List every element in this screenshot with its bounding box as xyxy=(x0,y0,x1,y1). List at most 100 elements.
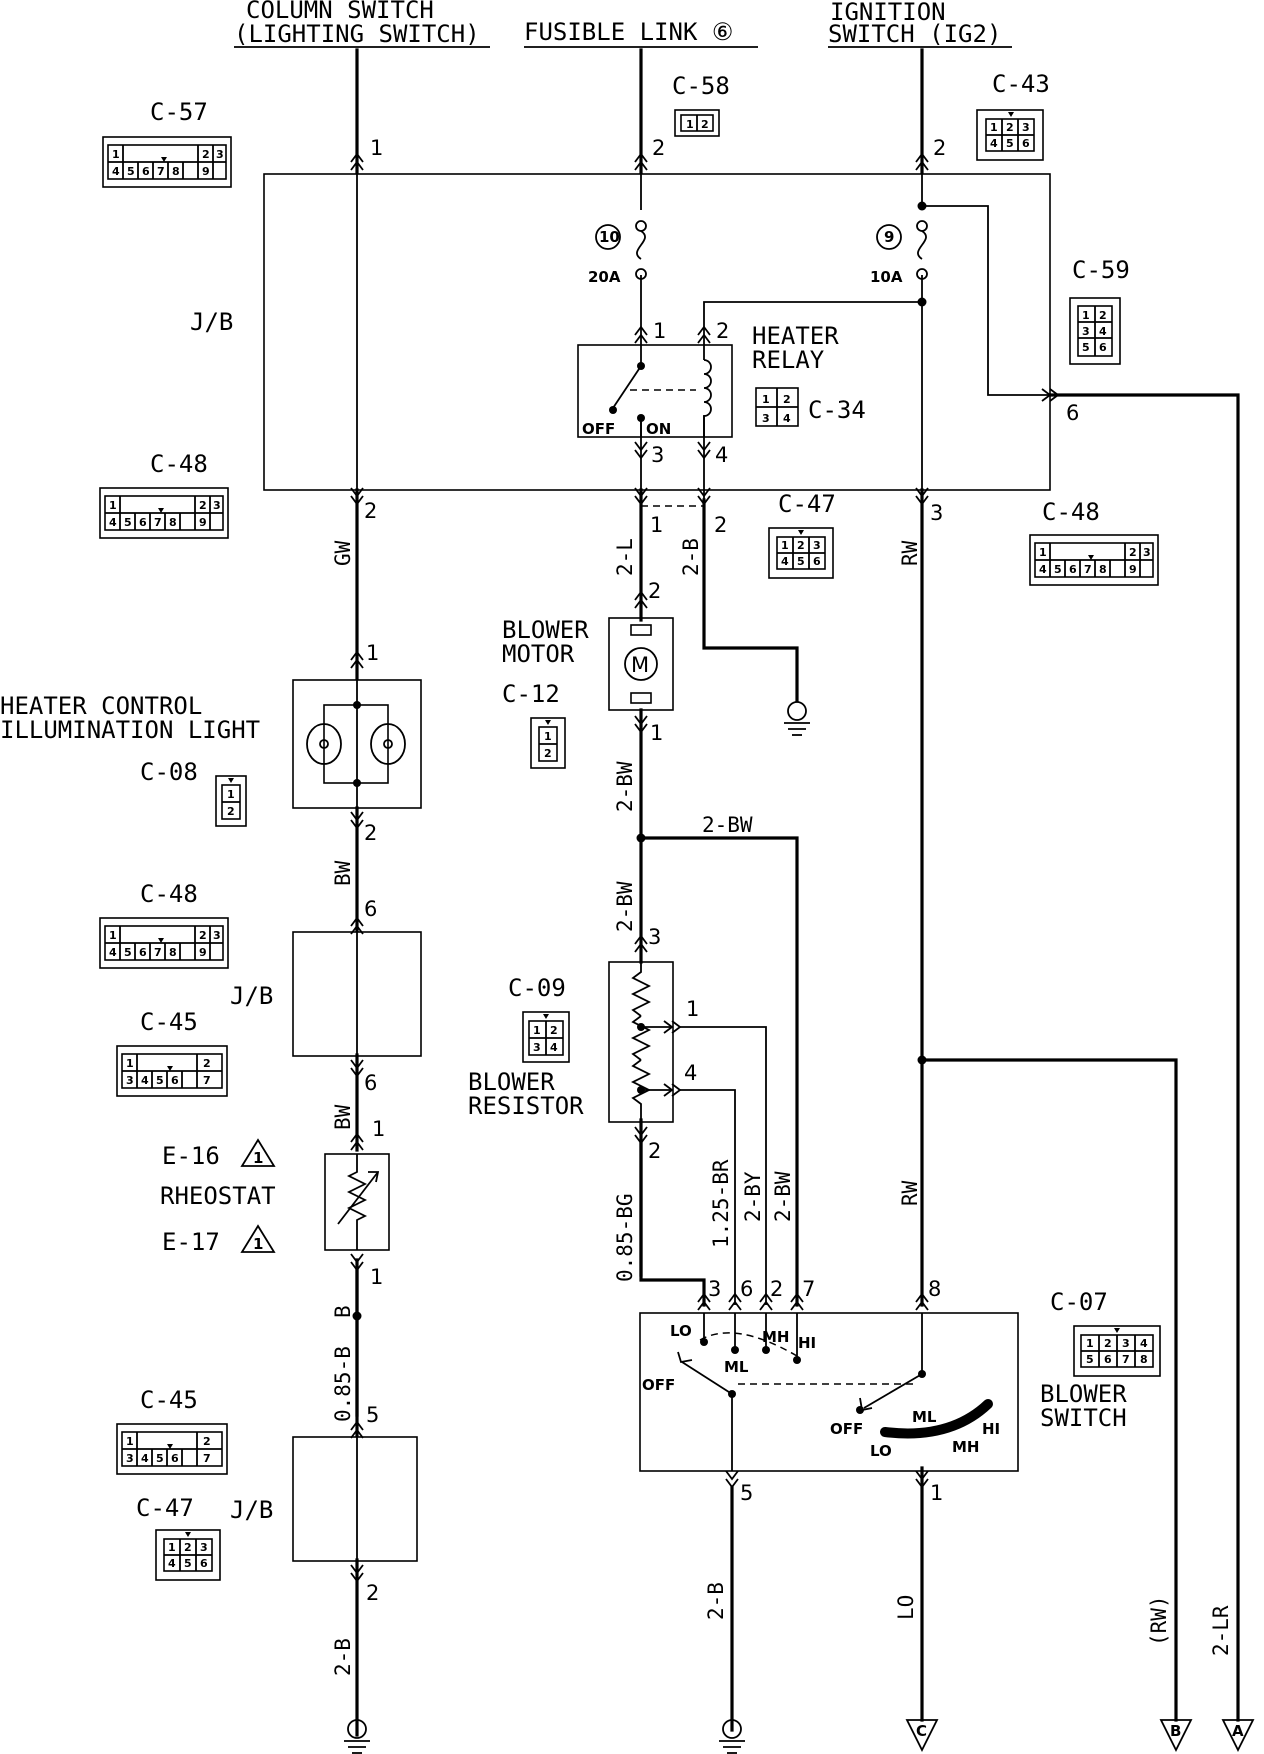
svg-text:HEATER CONTROL: HEATER CONTROL xyxy=(0,692,202,720)
svg-text:7: 7 xyxy=(1084,563,1092,576)
svg-text:3: 3 xyxy=(533,1041,541,1054)
svg-text:5: 5 xyxy=(366,1403,379,1427)
c07-label: C-07 xyxy=(1050,1288,1108,1316)
svg-text:2: 2 xyxy=(1099,309,1107,322)
svg-text:MH: MH xyxy=(952,1438,979,1456)
svg-text:3: 3 xyxy=(651,443,664,467)
svg-text:6: 6 xyxy=(139,946,147,959)
svg-text:7: 7 xyxy=(203,1452,211,1465)
svg-text:6: 6 xyxy=(139,516,147,529)
svg-text:(RW): (RW) xyxy=(1147,1595,1171,1646)
jb-bot-label: J/B xyxy=(230,1496,273,1524)
c59-label: C-59 xyxy=(1072,256,1130,284)
svg-text:2: 2 xyxy=(1104,1337,1112,1350)
ground-left xyxy=(344,1719,370,1754)
jb-top-label: J/B xyxy=(190,308,233,336)
svg-text:B: B xyxy=(331,1305,355,1318)
svg-text:LO: LO xyxy=(870,1442,892,1460)
c47a-label: C-47 xyxy=(778,490,836,518)
c48c-label: C-48 xyxy=(140,880,198,908)
svg-text:2: 2 xyxy=(366,1581,379,1605)
svg-text:OFF: OFF xyxy=(582,420,615,438)
svg-text:HI: HI xyxy=(982,1420,1000,1438)
svg-text:3: 3 xyxy=(213,499,221,512)
svg-text:2: 2 xyxy=(648,579,661,603)
svg-text:6: 6 xyxy=(1099,341,1107,354)
svg-text:HEATER: HEATER xyxy=(752,322,839,350)
c09-label: C-09 xyxy=(508,974,566,1002)
svg-text:6: 6 xyxy=(142,165,150,178)
heater-control-light xyxy=(292,650,422,830)
svg-text:2: 2 xyxy=(550,1024,558,1037)
svg-text:3: 3 xyxy=(1082,325,1090,338)
svg-text:2: 2 xyxy=(1006,121,1014,134)
c48b-label: C-48 xyxy=(1042,498,1100,526)
svg-text:7: 7 xyxy=(157,165,165,178)
svg-text:3: 3 xyxy=(762,412,770,425)
svg-text:2: 2 xyxy=(544,747,552,760)
svg-text:HI: HI xyxy=(798,1334,816,1352)
svg-text:2: 2 xyxy=(202,148,210,161)
svg-text:2: 2 xyxy=(701,118,709,131)
svg-text:1: 1 xyxy=(126,1057,134,1070)
svg-text:BLOWER: BLOWER xyxy=(1040,1380,1127,1408)
svg-text:6: 6 xyxy=(813,555,821,568)
svg-text:2: 2 xyxy=(364,821,377,845)
svg-text:2-B: 2-B xyxy=(331,1638,355,1676)
svg-text:5: 5 xyxy=(1006,137,1014,150)
svg-text:1: 1 xyxy=(533,1024,541,1037)
svg-text:B: B xyxy=(1170,1722,1181,1740)
svg-text:C: C xyxy=(916,1722,927,1740)
terminal-b: B xyxy=(1159,1719,1193,1753)
svg-text:2: 2 xyxy=(364,499,377,523)
jb-mid-label: J/B xyxy=(230,982,273,1010)
svg-text:6: 6 xyxy=(200,1557,208,1570)
svg-text:ILLUMINATION LIGHT: ILLUMINATION LIGHT xyxy=(0,716,260,744)
svg-text:3: 3 xyxy=(1122,1337,1130,1350)
svg-text:1: 1 xyxy=(686,118,694,131)
junction-block-mid xyxy=(292,931,422,1057)
svg-text:2-B: 2-B xyxy=(704,1582,728,1620)
svg-text:1.25-BR: 1.25-BR xyxy=(709,1159,733,1248)
svg-text:20A: 20A xyxy=(588,268,621,286)
svg-text:3: 3 xyxy=(200,1541,208,1554)
c43-label: C-43 xyxy=(992,70,1050,98)
svg-text:1: 1 xyxy=(253,1149,263,1167)
svg-text:1: 1 xyxy=(372,1117,385,1141)
svg-text:ML: ML xyxy=(912,1408,937,1426)
svg-text:3: 3 xyxy=(1143,546,1151,559)
svg-text:4: 4 xyxy=(684,1061,697,1085)
svg-text:1: 1 xyxy=(227,788,235,801)
ground-switch xyxy=(719,1719,745,1754)
svg-text:6: 6 xyxy=(1022,137,1030,150)
svg-text:2-L: 2-L xyxy=(613,538,637,576)
svg-text:2-BW: 2-BW xyxy=(613,881,637,932)
svg-text:BW: BW xyxy=(331,860,355,886)
svg-text:8: 8 xyxy=(169,516,177,529)
svg-text:9: 9 xyxy=(202,165,210,178)
svg-text:GW: GW xyxy=(331,540,355,566)
svg-text:2: 2 xyxy=(770,1277,783,1301)
svg-text:3: 3 xyxy=(1022,121,1030,134)
svg-text:9: 9 xyxy=(199,516,207,529)
svg-text:0.85-BG: 0.85-BG xyxy=(613,1193,637,1282)
svg-text:4: 4 xyxy=(1099,325,1107,338)
svg-text:2: 2 xyxy=(797,539,805,552)
svg-text:3: 3 xyxy=(213,929,221,942)
svg-text:4: 4 xyxy=(109,516,117,529)
svg-text:1: 1 xyxy=(112,148,120,161)
svg-text:RESISTOR: RESISTOR xyxy=(468,1092,584,1120)
svg-text:5: 5 xyxy=(124,946,132,959)
svg-text:10: 10 xyxy=(599,228,620,246)
column-switch-label: COLUMN SWITCH (LIGHTING SWITCH) xyxy=(234,0,480,48)
svg-text:3: 3 xyxy=(126,1074,134,1087)
svg-text:ON: ON xyxy=(646,420,671,438)
svg-text:6: 6 xyxy=(740,1277,753,1301)
svg-text:5: 5 xyxy=(124,516,132,529)
svg-text:4: 4 xyxy=(112,165,120,178)
